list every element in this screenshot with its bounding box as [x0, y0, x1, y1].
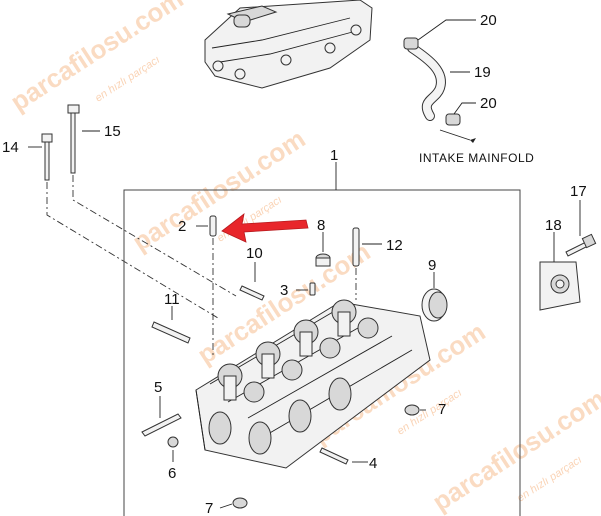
- callout-14: 14: [2, 139, 19, 156]
- callout-19: 19: [474, 64, 491, 81]
- intake-manifold-note: INTAKE MAINFOLD: [419, 151, 534, 165]
- cam-cover: [204, 0, 373, 89]
- stud-4: [319, 447, 349, 465]
- callout-18: 18: [545, 217, 562, 234]
- callout-20-bottom: 20: [480, 95, 497, 112]
- stud-10: [239, 285, 265, 301]
- cap-8: [315, 253, 331, 267]
- highlight-arrow: [221, 213, 309, 243]
- callout-11: 11: [164, 291, 180, 308]
- pin-3: [309, 282, 316, 296]
- callout-9: 9: [428, 257, 436, 274]
- seal-7-bottom: [232, 497, 248, 509]
- head-bolt-15: [67, 104, 80, 174]
- callout-12: 12: [386, 237, 403, 254]
- callout-10: 10: [246, 245, 263, 262]
- callout-labels: 1 2 3 4 5 6 7 7 8 9 10 11 12 14 15 17 18…: [2, 12, 587, 516]
- plug-9: [421, 288, 448, 322]
- pcv-hose-assembly: [403, 37, 476, 143]
- seal-7-right: [404, 404, 420, 416]
- cylinder-head: [195, 299, 431, 469]
- nut-6: [167, 436, 179, 448]
- callout-4: 4: [369, 455, 377, 472]
- stud-12: [352, 227, 360, 267]
- callout-3: 3: [280, 282, 288, 299]
- callout-5: 5: [154, 379, 162, 396]
- callout-15: 15: [104, 123, 121, 140]
- callout-20-top: 20: [480, 12, 497, 29]
- bolt-17: [565, 233, 597, 257]
- head-bolt-14: [41, 133, 53, 181]
- callout-17: 17: [570, 183, 587, 200]
- callout-2: 2: [178, 218, 186, 235]
- callout-8: 8: [317, 217, 325, 234]
- bracket-18: [539, 261, 581, 311]
- stud-11: [151, 321, 191, 344]
- assembly-frame: [123, 189, 521, 516]
- callout-1: 1: [330, 147, 338, 164]
- callout-7-right: 7: [438, 401, 446, 418]
- dowel-pin-2: [209, 215, 217, 237]
- callout-7-bottom: 7: [205, 500, 213, 516]
- leader-lines: [28, 19, 581, 509]
- callout-6: 6: [168, 465, 176, 482]
- stud-5: [141, 413, 182, 437]
